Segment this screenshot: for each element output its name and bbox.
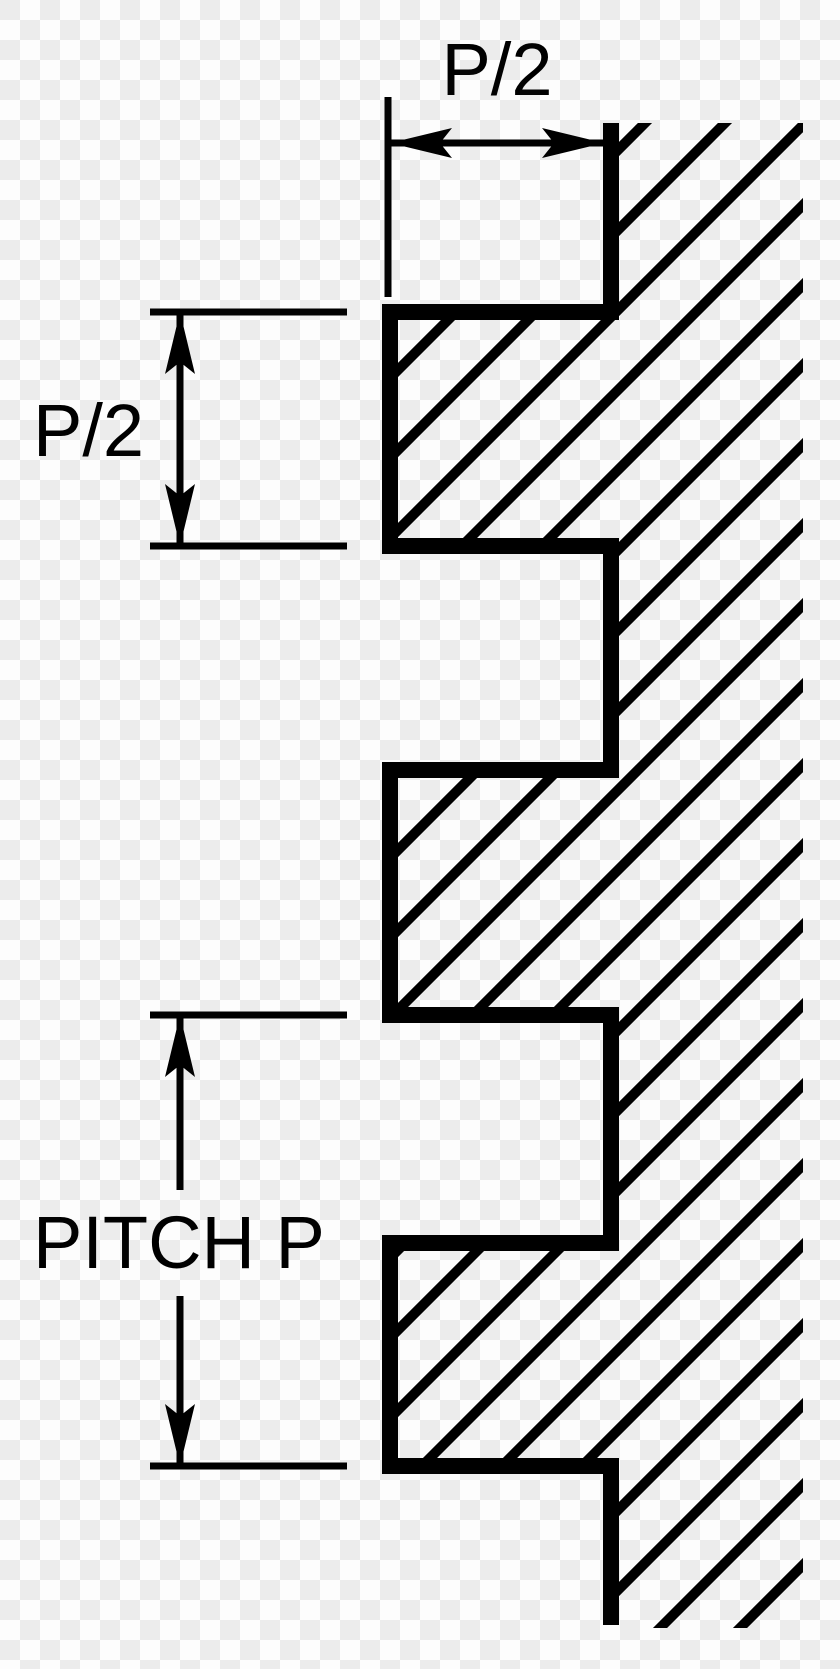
- pitch-label: PITCH P: [33, 1201, 325, 1284]
- hatch-line: [504, 123, 803, 1628]
- left-p2-dimension: P/2: [33, 308, 347, 550]
- arrow-down-icon: [165, 484, 195, 546]
- hatch-line: [390, 123, 803, 1628]
- hatch-line: [390, 123, 803, 1628]
- arrow-up-icon: [165, 312, 195, 374]
- hatch-line: [390, 123, 803, 1628]
- top-p2-dimension: P/2: [384, 28, 604, 297]
- hatch-line: [424, 123, 803, 1628]
- arrow-down-icon: [165, 1404, 195, 1466]
- arrow-right-icon: [542, 128, 604, 158]
- arrow-left-icon: [390, 128, 452, 158]
- left-p2-label: P/2: [33, 389, 144, 472]
- arrow-up-icon: [165, 1015, 195, 1077]
- thread-profile-outline: [382, 123, 619, 1625]
- hatch-line: [390, 123, 803, 1628]
- top-p2-label: P/2: [441, 28, 552, 111]
- pitch-dimension: PITCH P: [33, 1011, 347, 1470]
